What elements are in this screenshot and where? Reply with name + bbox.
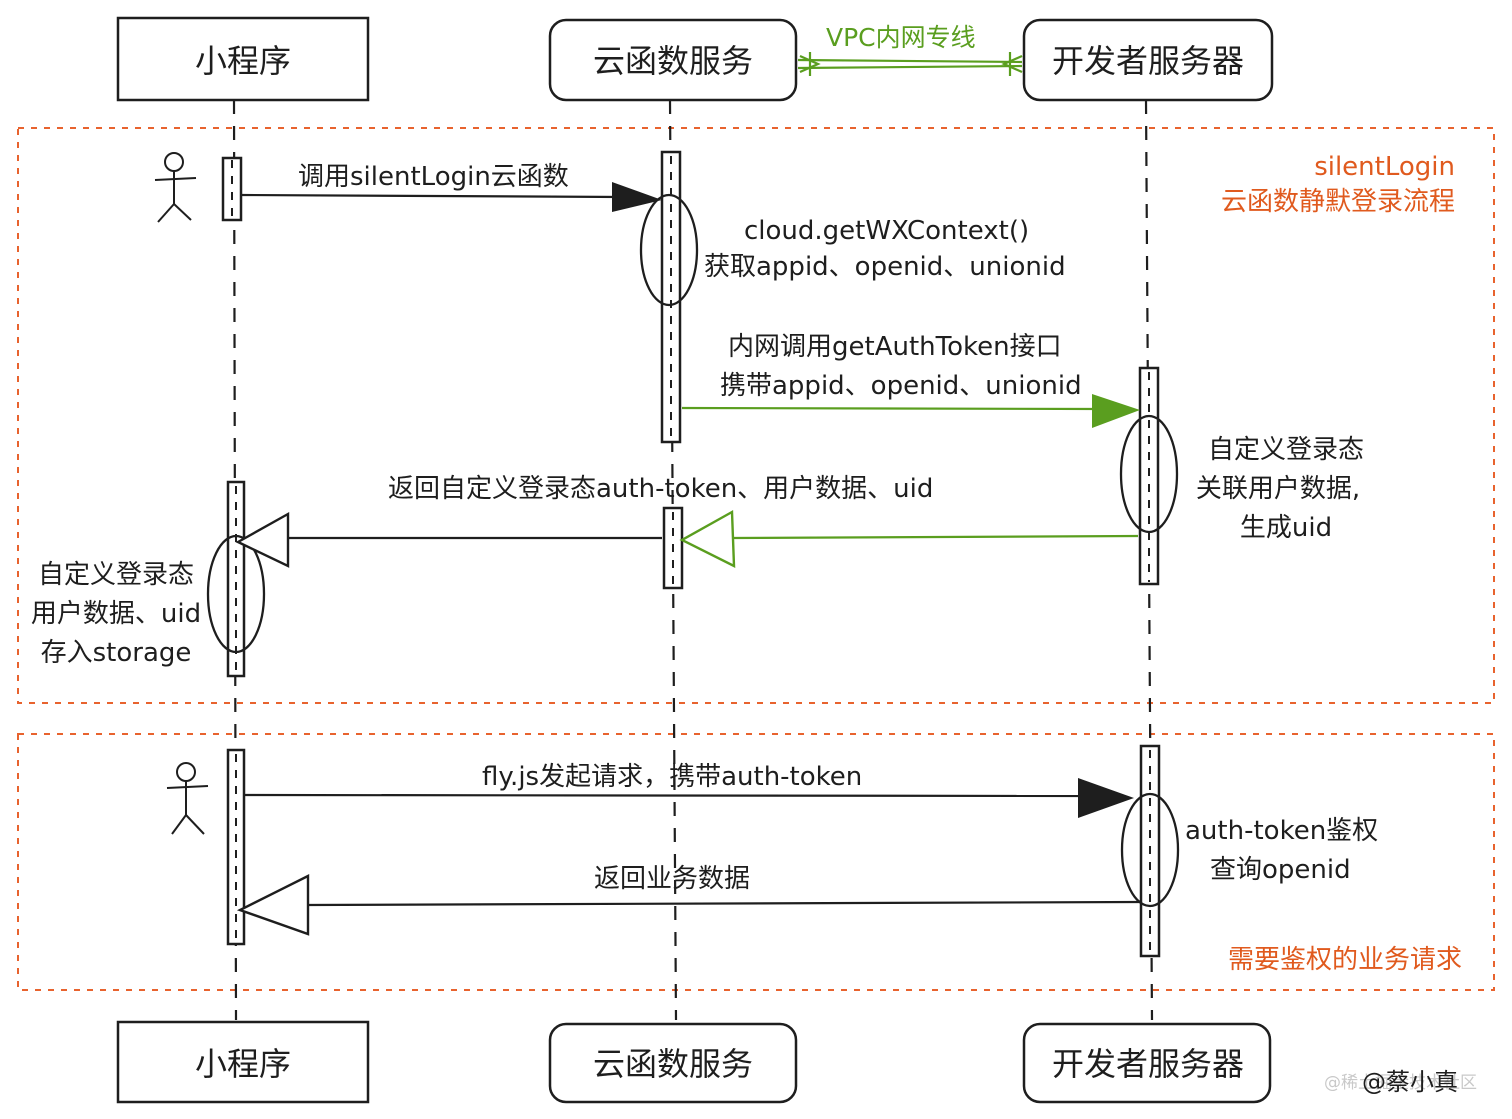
watermark: @稀土掘金技术社区	[1324, 1073, 1477, 1093]
self-call-auth-check	[1120, 792, 1180, 908]
frame2-title: 需要鉴权的业务请求	[1228, 945, 1462, 975]
lifeline-cloud-function	[668, 99, 678, 1021]
frame-business-request	[17, 733, 1495, 991]
participant-label-mini-program-bottom: 小程序	[195, 1045, 291, 1083]
participant-label-dev-server-bottom: 开发者服务器	[1052, 1045, 1244, 1083]
activation-mini-program-2	[226, 480, 246, 678]
participant-box-cloud-function-bottom	[548, 1022, 798, 1104]
signature: @蔡小真	[1362, 1068, 1458, 1096]
arrowhead-return-token-black	[235, 511, 290, 568]
label-return-business: 返回业务数据	[594, 864, 750, 894]
participant-label-cloud-function-top: 云函数服务	[593, 42, 753, 80]
label-fly-request: fly.js发起请求，携带auth-token	[482, 762, 862, 792]
arrowhead-return-token-green	[679, 509, 736, 568]
arrow-return-token-green	[731, 534, 1139, 540]
label-return-token: 返回自定义登录态auth-token、用户数据、uid	[388, 474, 933, 504]
actor-user-icon	[154, 152, 197, 223]
vpc-connector	[797, 58, 1023, 70]
frame-silent-login	[17, 127, 1495, 704]
label-store-line2: 用户数据、uid	[31, 599, 201, 629]
participant-label-cloud-function-bottom: 云函数服务	[593, 1045, 753, 1083]
arrow-call-silent-login	[241, 193, 623, 199]
participant-label-mini-program-top: 小程序	[195, 42, 291, 80]
participant-box-mini-program-top	[116, 16, 370, 102]
participant-box-cloud-function-top	[548, 18, 798, 102]
actor-user-icon-2	[166, 762, 209, 835]
label-custom-state-line3: 生成uid	[1240, 513, 1332, 543]
arrow-fly-request	[243, 793, 1089, 798]
participant-label-dev-server-top: 开发者服务器	[1052, 42, 1244, 80]
activation-cloud-function-1	[660, 150, 682, 444]
label-get-context-line2: 获取appid、openid、unionid	[704, 252, 1066, 282]
label-auth-token-call-line1: 内网调用getAuthToken接口	[728, 332, 1062, 362]
arrowhead-fly-request	[1078, 778, 1134, 818]
vpc-connector-end-left	[799, 52, 821, 76]
activation-mini-program-3	[226, 748, 246, 946]
self-call-custom-state	[1119, 414, 1179, 534]
label-call-silent-login: 调用silentLogin云函数	[298, 162, 569, 192]
frame1-title-line1: silentLogin	[1314, 152, 1455, 182]
frame1-title-line2: 云函数静默登录流程	[1221, 187, 1455, 217]
arrowhead-get-auth-token	[1092, 394, 1140, 428]
participant-box-dev-server-top	[1022, 18, 1274, 102]
label-custom-state-line2: 关联用户数据,	[1196, 474, 1360, 504]
arrow-get-auth-token	[681, 406, 1101, 411]
label-auth-check-line2: 查询openid	[1210, 855, 1351, 885]
label-auth-check-line1: auth-token鉴权	[1185, 816, 1378, 846]
participant-box-dev-server-bottom	[1022, 1022, 1272, 1104]
activation-dashes	[231, 156, 1151, 954]
self-call-get-context	[639, 193, 699, 307]
arrowhead-call-silent-login	[612, 182, 662, 212]
vpc-label: VPC内网专线	[826, 23, 976, 52]
label-store-line3: 存入storage	[41, 638, 192, 668]
activation-mini-program-1	[221, 156, 243, 222]
self-call-store	[206, 534, 266, 654]
label-get-context-line1: cloud.getWXContext()	[744, 216, 1029, 246]
participant-box-mini-program-bottom	[116, 1020, 370, 1104]
label-auth-token-call-line2: 携带appid、openid、unionid	[720, 371, 1082, 401]
vpc-connector-end-right	[1001, 52, 1023, 76]
label-custom-state-line1: 自定义登录态	[1208, 435, 1364, 465]
arrowhead-return-business	[236, 874, 310, 936]
arrow-return-business	[305, 900, 1141, 907]
label-store-line1: 自定义登录态	[38, 560, 194, 590]
